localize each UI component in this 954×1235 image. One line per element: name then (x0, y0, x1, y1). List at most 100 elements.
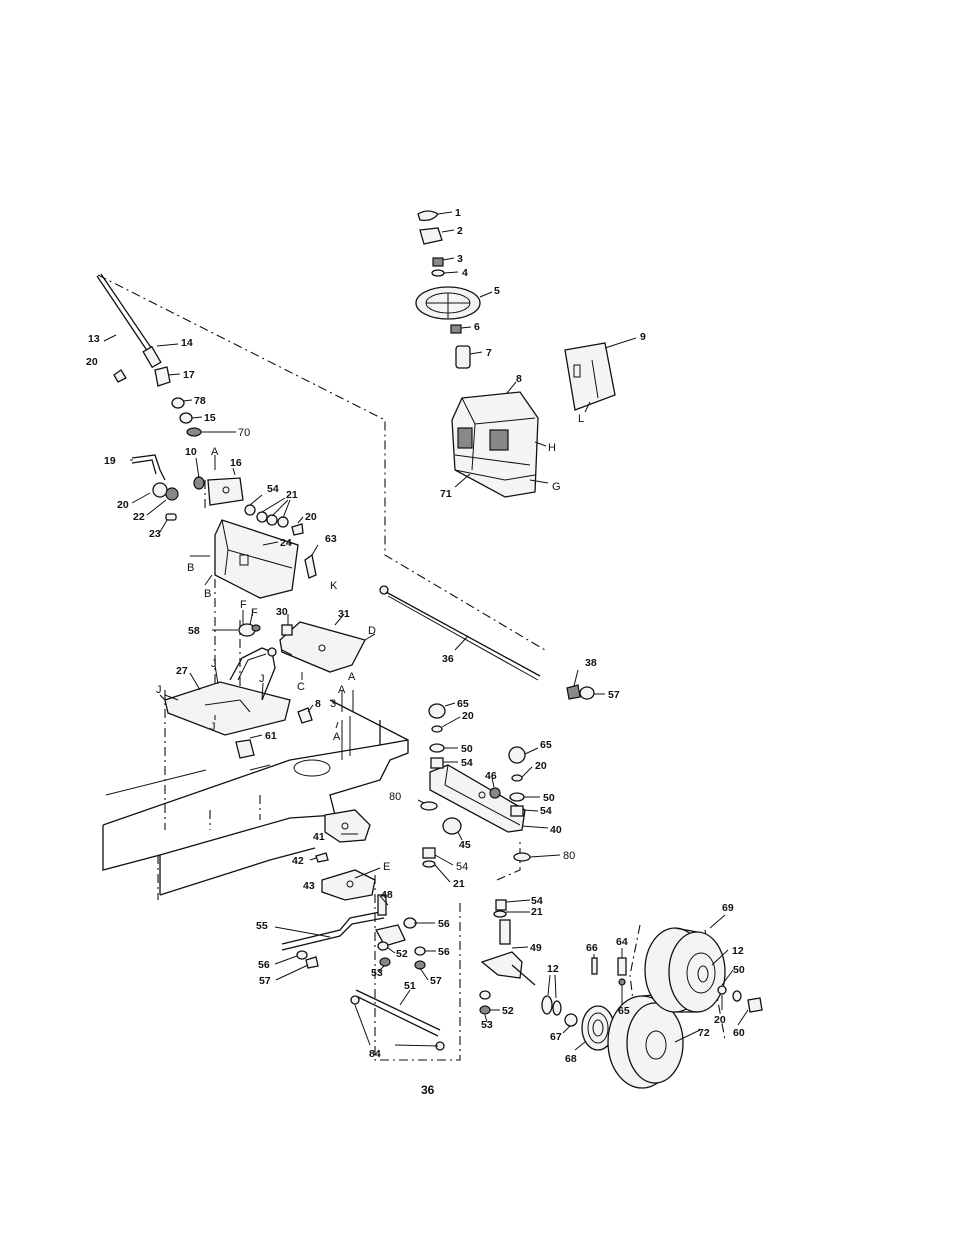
callout: 12 (547, 963, 559, 975)
callout: 56 (258, 959, 270, 971)
callout: 20 (535, 760, 547, 772)
callout: 69 (722, 902, 734, 914)
callout: 52 (502, 1005, 514, 1017)
callout: 20 (305, 511, 317, 523)
bracket-43 (322, 870, 375, 900)
callout: 19 (104, 455, 116, 467)
callout: 43 (303, 880, 315, 892)
plug-30 (282, 625, 292, 635)
callout: 57 (608, 689, 620, 701)
callout: 38 (585, 657, 597, 669)
callout: 58 (188, 625, 200, 637)
callout: 9 (640, 331, 646, 343)
callout: 61 (265, 730, 277, 742)
callout: 23 (149, 528, 161, 540)
callout: 12 (732, 945, 744, 957)
callout: 6 (474, 321, 480, 333)
callout: 57 (259, 975, 271, 987)
nut-3 (433, 258, 443, 266)
callout: 55 (256, 920, 268, 932)
callout: 8 (315, 698, 321, 710)
callout: L (578, 413, 584, 425)
bolt-42 (316, 853, 328, 862)
callout: 21 (453, 878, 465, 890)
callout: G (552, 481, 561, 493)
callout: 54 (267, 483, 279, 495)
assembly-guide-lines (98, 275, 725, 1060)
tie-rod-51 (351, 990, 444, 1050)
callout: 7 (486, 347, 492, 359)
callout: 46 (485, 770, 497, 782)
callout: 21 (286, 489, 298, 501)
knob-78 (172, 398, 184, 408)
callout: 13 (88, 333, 100, 345)
callout: 66 (586, 942, 598, 954)
callout: 16 (230, 457, 242, 469)
part-callouts: 1 2 3 4 5 6 7 8 9 H G 71 L 13 14 20 17 7… (86, 207, 745, 1065)
callout: 80 (563, 850, 575, 862)
callout: 22 (133, 511, 145, 523)
callout: 53 (371, 967, 383, 979)
callout: 65 (540, 739, 552, 751)
small-part-8 (298, 708, 312, 723)
callout: 54 (456, 861, 468, 873)
spindle-49 (480, 920, 535, 1014)
callout: 8 (516, 373, 522, 385)
callout: 54 (540, 805, 552, 817)
clip-63 (305, 555, 316, 578)
dash-console-8 (452, 392, 538, 497)
callout: 45 (459, 839, 471, 851)
lever-handle-19 (132, 455, 243, 520)
callout: J (211, 658, 217, 670)
pin-23 (166, 514, 176, 520)
callout: 42 (292, 855, 304, 867)
bushing-10 (194, 477, 204, 489)
callout: A (211, 446, 219, 458)
callout: J (156, 684, 162, 696)
callout: 40 (550, 824, 562, 836)
callout: 20 (117, 499, 129, 511)
insert-2 (420, 228, 442, 244)
callout: 10 (185, 446, 197, 458)
callout: J (259, 673, 265, 685)
callout: 53 (481, 1019, 493, 1031)
callout: 3 (457, 253, 463, 265)
page-number: 36 (421, 1083, 435, 1097)
callout: C (297, 681, 305, 693)
callout: 36 (442, 653, 454, 665)
bracket-16 (208, 478, 243, 505)
callout: A (338, 684, 346, 696)
frame-rail (103, 700, 408, 895)
callout: 21 (531, 906, 543, 918)
leader-lines (104, 212, 748, 1050)
grip-17 (155, 367, 170, 386)
callout: 52 (396, 948, 408, 960)
callout: 3 (330, 698, 336, 710)
callout: J (210, 721, 216, 733)
callout: A (333, 731, 341, 743)
callout: 15 (204, 412, 216, 424)
callout: 60 (733, 1027, 745, 1039)
callout: 49 (530, 942, 542, 954)
callout: 67 (550, 1031, 562, 1043)
bracket-41 (325, 810, 370, 842)
part-22 (166, 488, 178, 500)
callout: B (187, 562, 194, 574)
callout: B (204, 588, 211, 600)
callout: 84 (369, 1048, 381, 1060)
callout: 20 (714, 1014, 726, 1026)
callout: 65 (618, 1005, 630, 1017)
spacer-15 (180, 413, 192, 423)
callout: 4 (462, 267, 468, 279)
callout: 71 (440, 488, 452, 500)
callout: 63 (325, 533, 337, 545)
callout: 20 (86, 356, 98, 368)
bushing-6 (451, 325, 461, 333)
callout: F (251, 607, 258, 619)
callout: 50 (543, 792, 555, 804)
callout: K (330, 580, 338, 592)
callout: 14 (181, 337, 193, 349)
nut-38-57 (567, 685, 594, 699)
nut-46 (490, 788, 500, 798)
knob-20 (153, 483, 167, 497)
